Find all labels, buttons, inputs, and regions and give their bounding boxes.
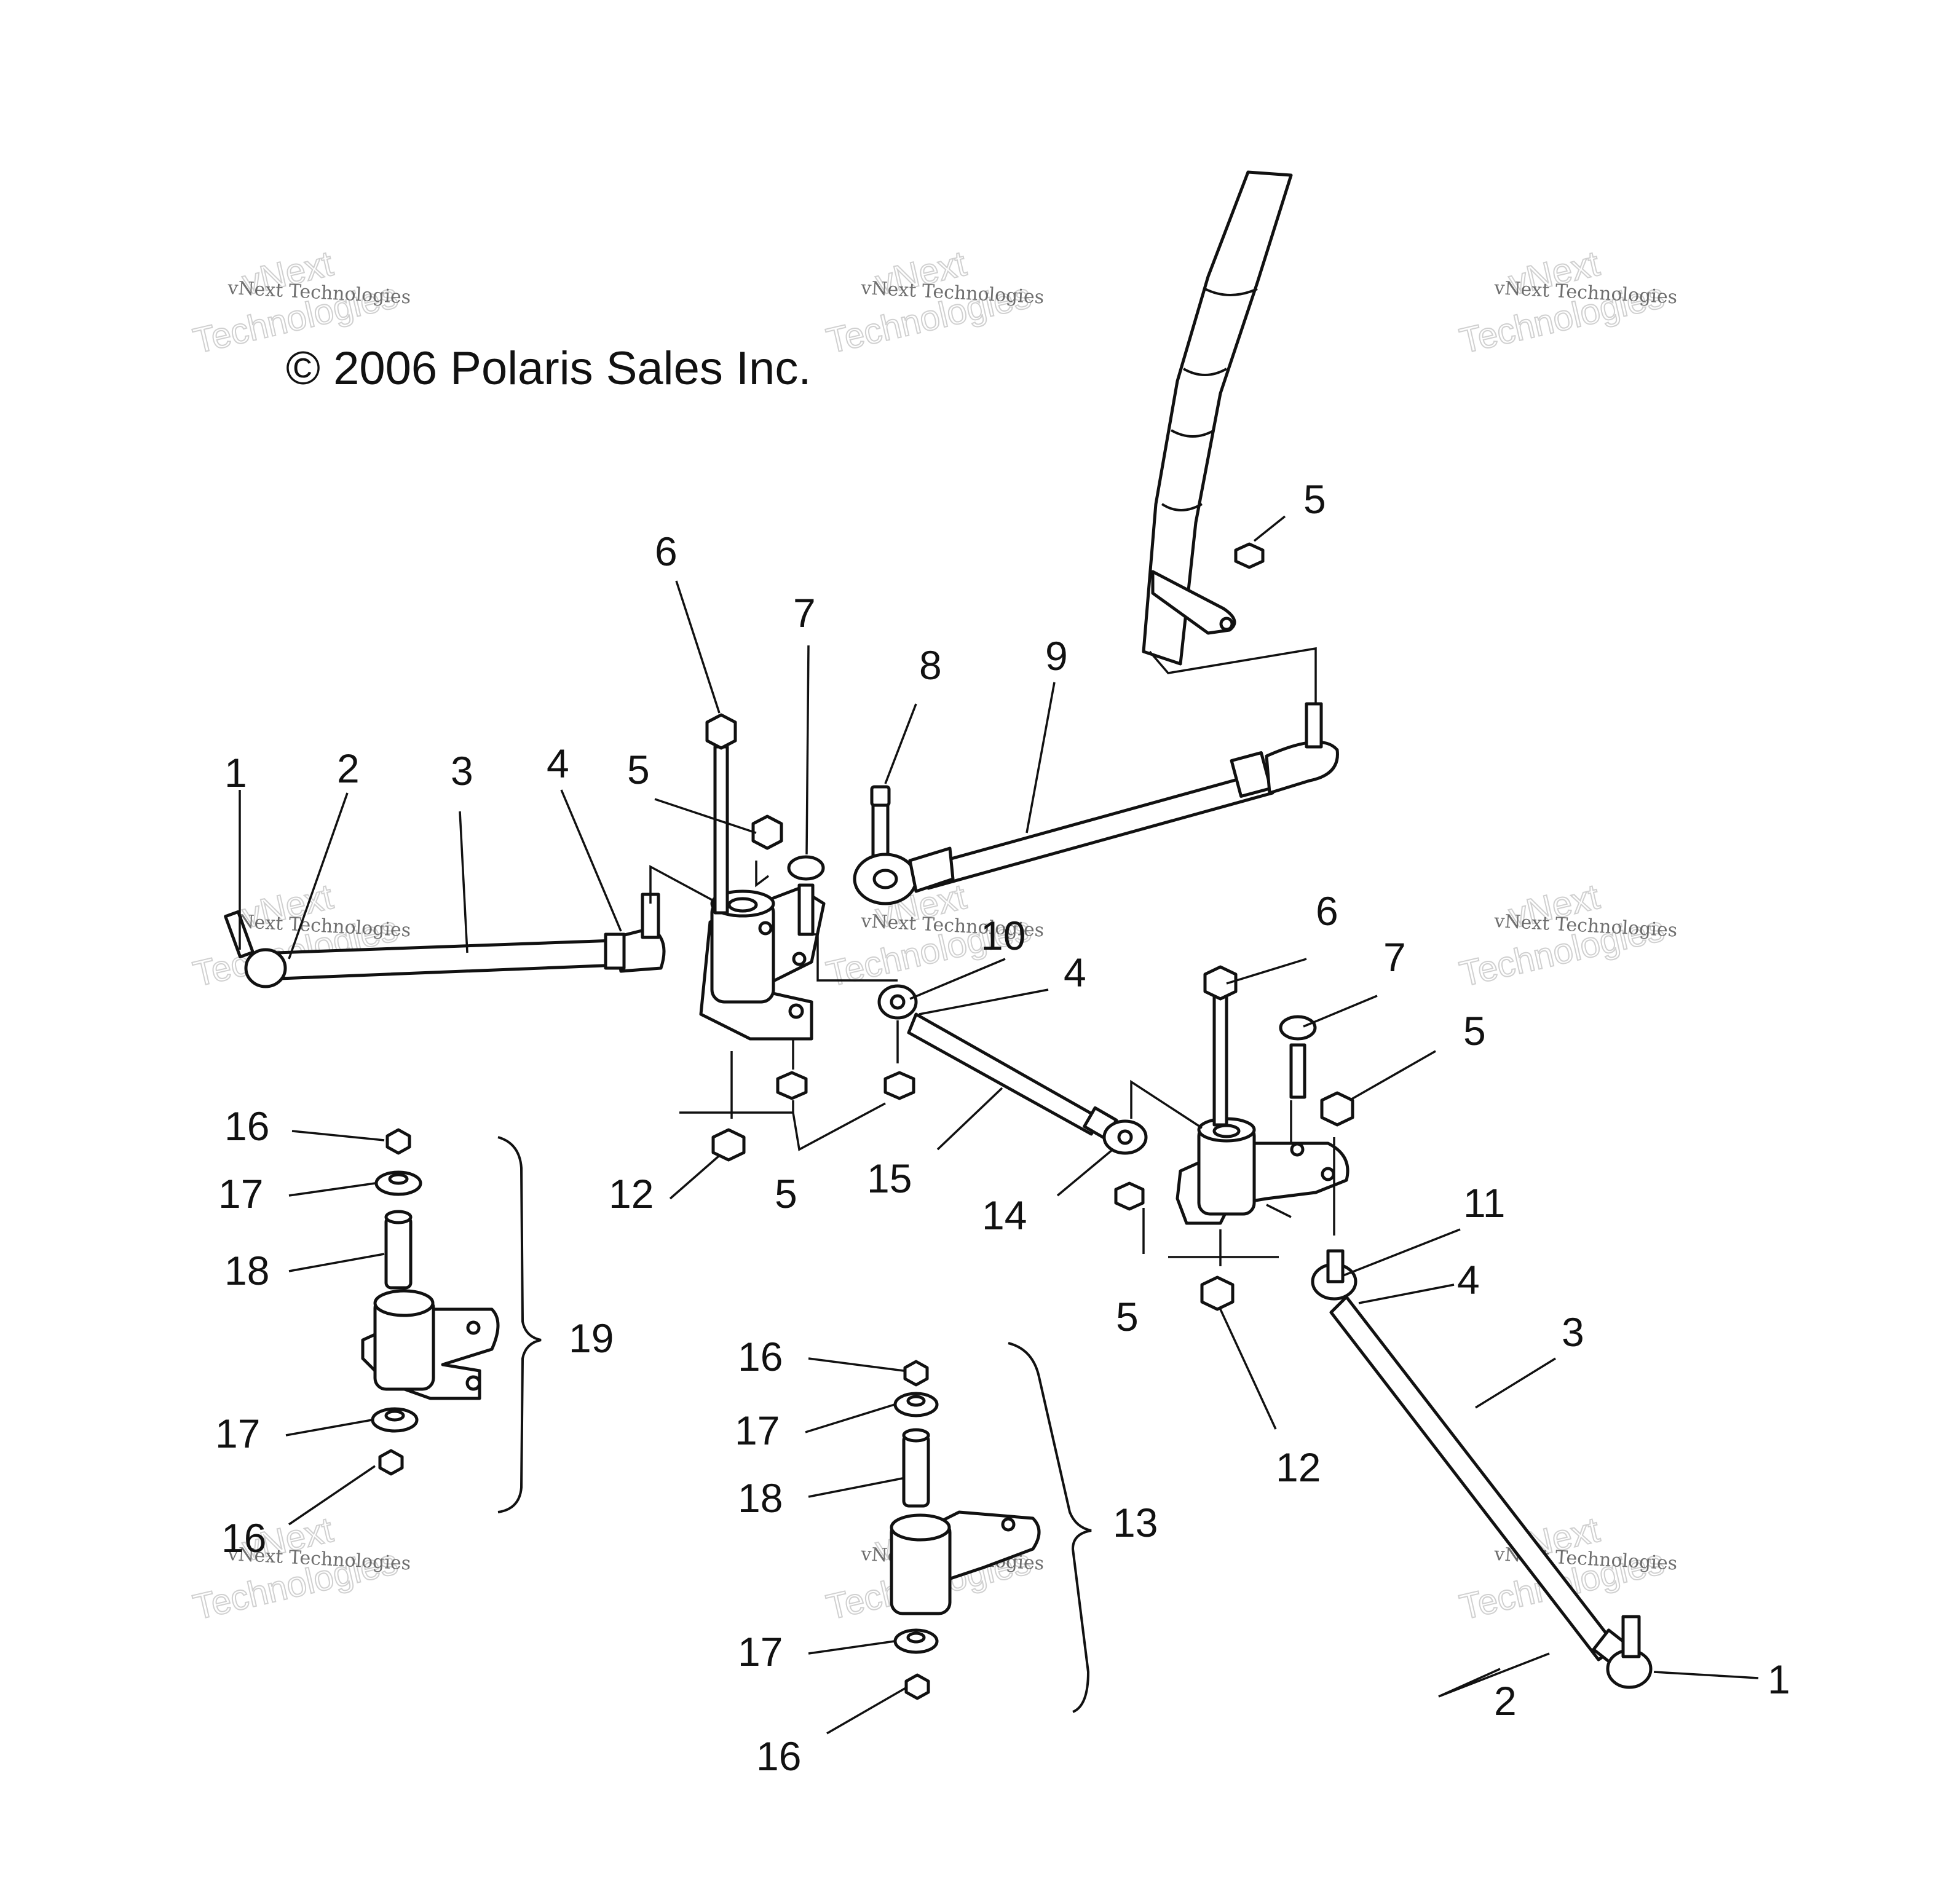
left-long-bolt (705, 713, 737, 915)
callout-17-a: 17 (218, 1171, 263, 1216)
watermark-top-right: vNext Technologies vNext Technologies (1455, 243, 1678, 362)
callout-1-left: 1 (224, 750, 247, 795)
callout-5-lower: 5 (1116, 1294, 1139, 1339)
center-tie-rod (877, 984, 1148, 1155)
callout-labels: 1 2 3 4 5 6 7 8 9 5 10 4 12 5 15 14 6 7 … (215, 476, 1790, 1779)
callout-8: 8 (919, 642, 942, 688)
watermark-top-center: vNext Technologies vNext Technologies (822, 243, 1045, 362)
callout-12-right: 12 (1276, 1445, 1321, 1490)
callout-18-c: 18 (738, 1475, 783, 1521)
callout-7-left: 7 (793, 590, 816, 636)
callout-5-left: 5 (627, 747, 650, 792)
callout-5-center: 5 (775, 1171, 797, 1216)
assembly-lines (649, 647, 1335, 1266)
callout-7-right: 7 (1383, 934, 1406, 980)
bracket-19 (497, 1136, 542, 1513)
callout-16-c: 16 (738, 1334, 783, 1379)
callout-3-right: 3 (1562, 1309, 1584, 1355)
watermark-mid-right: vNext Technologies vNext Technologies (1455, 876, 1678, 995)
bushing-assembly-13 (890, 1360, 1041, 1700)
right-idler-arm (1176, 1117, 1349, 1225)
left-flange-nut (751, 814, 783, 850)
callout-18-a: 18 (224, 1248, 269, 1293)
drag-link (853, 702, 1339, 905)
callout-15: 15 (867, 1156, 912, 1201)
callout-17-c: 17 (735, 1408, 780, 1453)
callout-leaders (239, 515, 1759, 1735)
bushing-assembly-19 (361, 1128, 500, 1476)
callout-5-right: 5 (1463, 1008, 1486, 1054)
callout-19: 19 (569, 1315, 614, 1361)
right-long-bolt (1203, 965, 1238, 1127)
center-nuts (711, 1071, 1145, 1211)
bracket-13 (1008, 1342, 1092, 1713)
callout-10: 10 (981, 913, 1025, 958)
callout-6-right: 6 (1316, 888, 1338, 934)
callout-12-left: 12 (609, 1171, 654, 1216)
callout-2-left: 2 (337, 746, 360, 791)
callout-4-right: 4 (1457, 1257, 1480, 1303)
callout-16-b: 16 (221, 1515, 266, 1561)
callout-17-b: 17 (215, 1411, 260, 1456)
right-bottom-nut (1200, 1275, 1235, 1311)
callout-16-d: 16 (756, 1733, 801, 1779)
callout-4-center: 4 (1064, 950, 1086, 995)
callout-6-left: 6 (655, 529, 678, 574)
copyright-text: © 2006 Polaris Sales Inc. (286, 342, 811, 395)
callout-9: 9 (1045, 633, 1068, 679)
callout-1-right: 1 (1768, 1657, 1790, 1702)
callout-5-top: 5 (1303, 476, 1326, 522)
right-flange-nut (1320, 1091, 1354, 1127)
right-tie-rod (1311, 1249, 1653, 1689)
callout-3-left: 3 (451, 748, 473, 794)
callout-16-a: 16 (224, 1103, 269, 1149)
callout-13: 13 (1113, 1500, 1158, 1545)
callout-14: 14 (982, 1192, 1027, 1238)
callout-17-d: 17 (738, 1629, 783, 1674)
right-short-bolt (1279, 1015, 1317, 1099)
left-idler-arm (699, 886, 826, 1041)
callout-11: 11 (1463, 1180, 1506, 1226)
callout-4-left: 4 (547, 741, 569, 786)
left-tie-rod (224, 893, 666, 988)
callout-2-right: 2 (1494, 1678, 1517, 1724)
steering-column (1142, 170, 1293, 666)
